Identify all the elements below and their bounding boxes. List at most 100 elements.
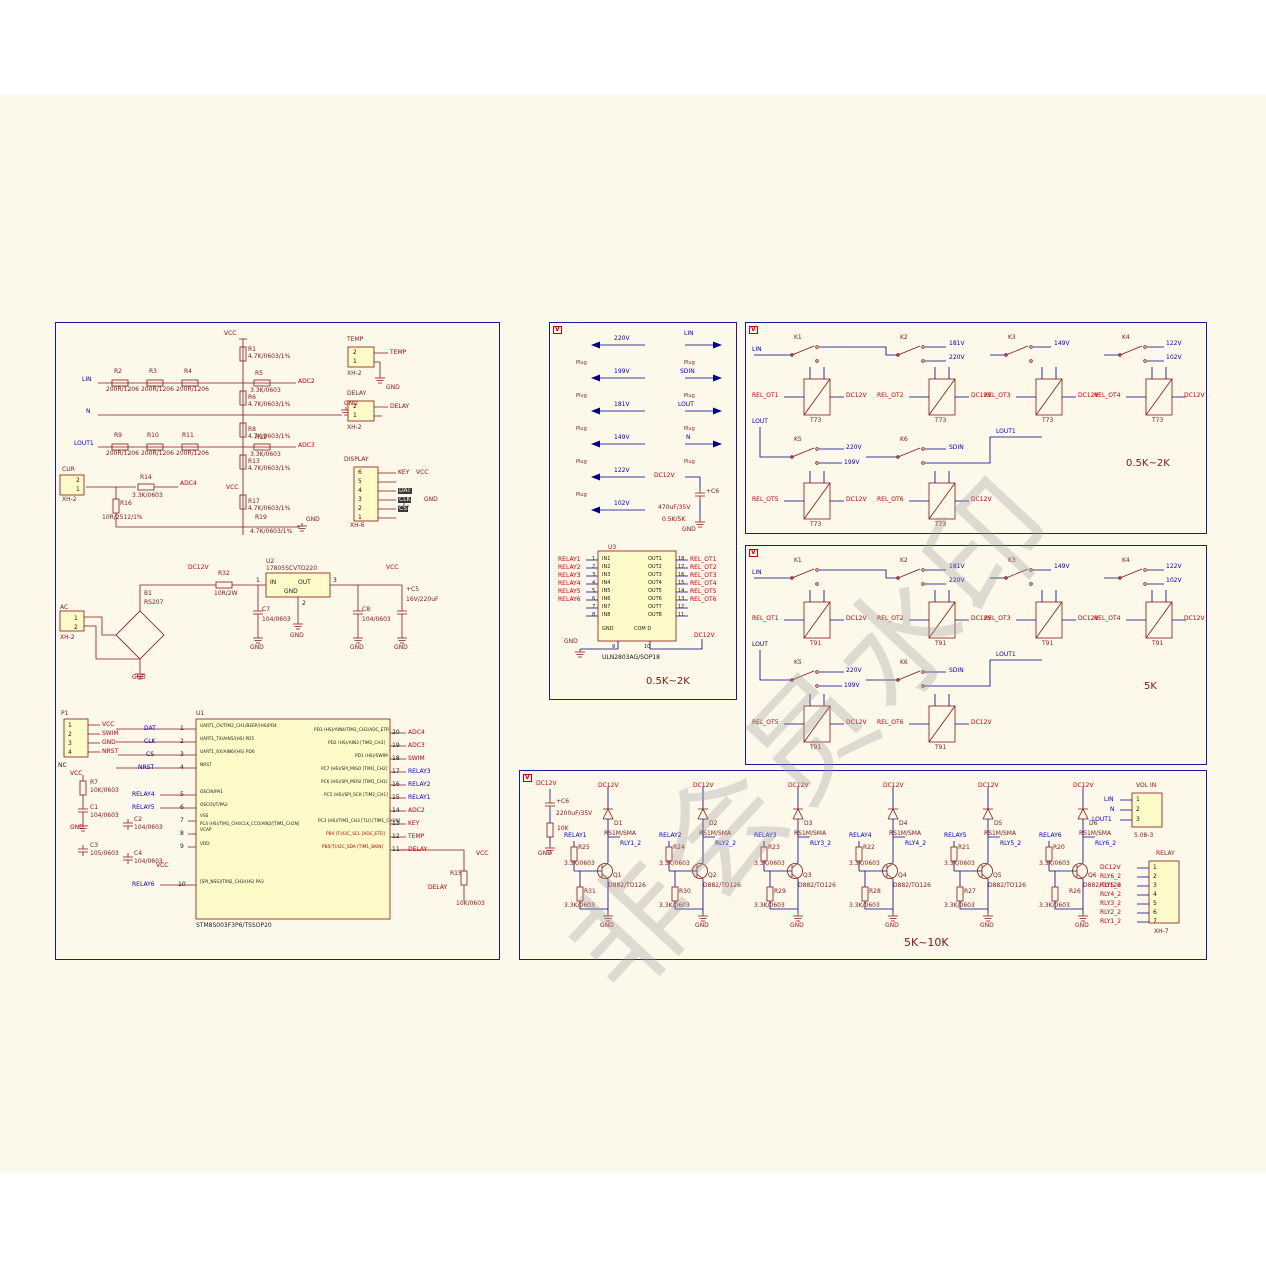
schematic-label: GND xyxy=(695,922,709,929)
schematic-label: 3.3K/0603 xyxy=(849,860,880,867)
schematic-label: RS1M/SMA xyxy=(1079,830,1112,837)
relay-bank-t73-wires xyxy=(754,345,1187,520)
schematic-label: IN4 xyxy=(602,580,611,586)
schematic-label: RELAY4 xyxy=(558,580,581,587)
schematic-label: 200R/1206 xyxy=(141,450,174,457)
schematic-label: N xyxy=(686,434,691,441)
schematic-label: REL_OT5 xyxy=(752,496,779,503)
schematic-label: VOL IN xyxy=(1136,782,1157,789)
schematic-label: OUT8 xyxy=(648,612,662,618)
schematic-label: 4 xyxy=(592,580,596,586)
schematic-label: K6 xyxy=(900,659,908,666)
schematic-label: DC12V xyxy=(788,782,809,789)
schematic-label: 199V xyxy=(614,368,630,375)
schematic-label: GND xyxy=(600,922,614,929)
schematic-label: K1 xyxy=(794,557,802,564)
schematic-label: Q6 xyxy=(1088,872,1097,879)
schematic-label: RLY4_2 xyxy=(1100,891,1122,898)
schematic-label: D882/TO126 xyxy=(608,882,646,889)
schematic-label: RS1M/SMA xyxy=(699,830,732,837)
schematic-label: 149V xyxy=(1054,340,1070,347)
schematic-label: 16V/220uF xyxy=(406,596,439,603)
schematic-label: REL_OT4 xyxy=(690,580,717,587)
schematic-label: 3.3K/0603 xyxy=(564,902,595,909)
schematic-label: REL_OT1 xyxy=(752,615,779,622)
schematic-label: RLY2_2 xyxy=(1100,909,1122,916)
schematic-label: RS1M/SMA xyxy=(984,830,1017,837)
schematic-label: 220V xyxy=(949,577,965,584)
schematic-label: GND xyxy=(980,922,994,929)
schematic-label: 4.7K/0603/1% xyxy=(248,465,291,472)
relay-bank-t91-wires xyxy=(754,568,1187,743)
schematic-label: DC12V xyxy=(978,782,999,789)
schematic-label: 0.5K/5K xyxy=(662,516,686,523)
schematic-label: REL_OT2 xyxy=(877,615,904,622)
schematic-label: ULN2803AG/SOP18 xyxy=(602,654,660,661)
schematic-label: Q5 xyxy=(993,872,1002,879)
schematic-label: RELAY5 xyxy=(944,832,967,839)
schematic-label: DAT xyxy=(398,487,412,494)
schematic-label: T73 xyxy=(1152,417,1164,424)
schematic-label: 15 xyxy=(678,580,685,586)
schematic-label: R9 xyxy=(114,432,122,439)
power-supply xyxy=(84,581,403,671)
schematic-label: RLY1_2 xyxy=(1100,918,1122,925)
schematic-label: DELAY xyxy=(408,846,428,853)
schematic-label: R27 xyxy=(964,888,976,895)
schematic-label: 0.5K~2K xyxy=(1126,458,1170,469)
schematic-label: DC12V xyxy=(1073,782,1094,789)
schematic-label: OUT4 xyxy=(648,580,662,586)
schematic-label: DAT xyxy=(144,725,156,732)
schematic-label: SWIM xyxy=(102,730,119,737)
schematic-label: DC12V xyxy=(536,780,557,787)
schematic-label: RELAY3 xyxy=(558,572,581,579)
schematic-label: 200R/1206 xyxy=(176,386,209,393)
schematic-label: 149V xyxy=(614,434,630,441)
schematic-label: DC12V xyxy=(971,496,992,503)
schematic-label: 18 xyxy=(392,755,400,762)
schematic-label: 200R/1206 xyxy=(106,450,139,457)
schematic-label: DISPLAY xyxy=(344,456,369,463)
schematic-label: D5 xyxy=(994,820,1003,827)
schematic-label: R30 xyxy=(679,888,691,895)
schematic-label: Plug xyxy=(684,459,695,465)
schematic-label: IN6 xyxy=(602,596,611,602)
schematic-label: 3.3K/0603 xyxy=(849,902,880,909)
schematic-label: TEMP xyxy=(347,336,364,343)
schematic-label: AC xyxy=(60,604,69,611)
schematic-label: 3.3K/0603 xyxy=(659,860,690,867)
schematic-label: Plug xyxy=(576,393,587,399)
schematic-label: 4.7K/0603/1% xyxy=(250,528,293,535)
schematic-label: 3.3K/0603 xyxy=(1039,902,1070,909)
schematic-label: K6 xyxy=(900,436,908,443)
schematic-label: 2200uF/35V xyxy=(556,810,593,817)
schematic-label: 4 xyxy=(358,487,362,494)
schematic-label: GND xyxy=(132,674,146,681)
schematic-label: RELAY6 xyxy=(132,881,155,888)
schematic-label: 2 xyxy=(76,477,80,484)
schematic-label: 6 xyxy=(180,804,184,811)
schematic-label: 11 xyxy=(678,612,685,618)
schematic-label: 3.3K/0603 xyxy=(564,860,595,867)
decoupling-network xyxy=(79,775,87,823)
schematic-label: VCC xyxy=(386,564,399,571)
schematic-label: 104/0603 xyxy=(90,812,119,819)
schematic-label: K4 xyxy=(1122,334,1130,341)
display-connector xyxy=(353,466,379,522)
schematic-label: UART1_RX/AIN6/(HS) PD6 xyxy=(200,750,255,755)
schematic-label: 17 xyxy=(392,768,400,775)
schematic-label: R29 xyxy=(774,888,786,895)
schematic-label: RELAY3 xyxy=(754,832,777,839)
schematic-label: REL_OT5 xyxy=(752,719,779,726)
schematic-label: 17805SCVTO220 xyxy=(266,565,318,572)
schematic-label: R24 xyxy=(673,844,685,851)
schematic-label: LIN xyxy=(752,346,762,353)
schematic-label: 10K xyxy=(557,825,569,832)
schematic-label: VCC xyxy=(102,721,115,728)
vol-in-connector xyxy=(1131,792,1163,828)
schematic-label: LOUT1 xyxy=(1092,816,1112,823)
schematic-label: V xyxy=(523,774,532,782)
delay-connector xyxy=(347,400,375,422)
schematic-label: RLY3_2 xyxy=(810,840,832,847)
